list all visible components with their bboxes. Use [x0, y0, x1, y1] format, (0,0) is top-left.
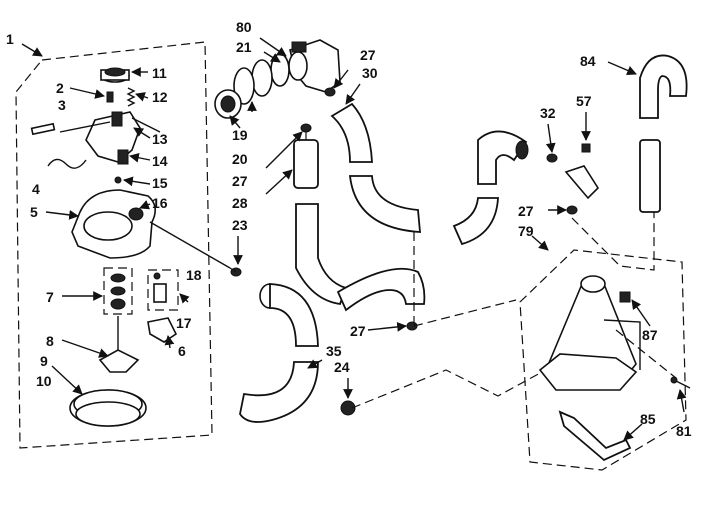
- label-35: 35: [326, 343, 342, 359]
- elbow-fitting-part: [288, 39, 341, 93]
- label-17: 17: [176, 315, 192, 331]
- pulley-part: [100, 67, 130, 83]
- label-19: 19: [232, 127, 248, 143]
- label-14: 14: [152, 153, 168, 169]
- elbow-57-part: [564, 143, 600, 200]
- label-79: 79: [518, 223, 534, 239]
- label-27-a: 27: [232, 173, 248, 189]
- label-87: 87: [642, 327, 658, 343]
- label-18: 18: [186, 267, 202, 283]
- impeller-part: [98, 316, 140, 373]
- screw-81-part: [670, 376, 691, 389]
- label-4: 4: [32, 181, 40, 197]
- label-2: 2: [56, 80, 64, 96]
- label-32: 32: [540, 105, 556, 121]
- label-57: 57: [576, 93, 592, 109]
- leader-lines: [21, 37, 687, 441]
- label-10: 10: [36, 373, 52, 389]
- hose-drain-part: [336, 267, 426, 312]
- seal-kit-part: [103, 267, 133, 315]
- hose-84-part: [639, 54, 688, 213]
- label-1: 1: [6, 31, 14, 47]
- label-7: 7: [46, 289, 54, 305]
- label-84: 84: [580, 53, 596, 69]
- tub-panel: [519, 249, 687, 471]
- pin-part: [30, 122, 56, 136]
- label-20: 20: [232, 151, 248, 167]
- label-13: 13: [152, 131, 168, 147]
- spring-part: [126, 87, 136, 107]
- label-85: 85: [640, 411, 656, 427]
- label-21: 21: [236, 39, 252, 55]
- hose-32-part: [452, 130, 529, 246]
- label-27-b: 27: [360, 47, 376, 63]
- label-6: 6: [178, 343, 186, 359]
- label-3: 3: [58, 97, 66, 113]
- pump-housing-part: [71, 189, 231, 269]
- label-30: 30: [362, 65, 378, 81]
- bolt-part: [114, 176, 122, 184]
- valve-body-part: [59, 111, 161, 165]
- label-80: 80: [236, 19, 252, 35]
- pump-assembly-panel: [15, 41, 213, 449]
- hose-35-part: [239, 283, 319, 423]
- label-11: 11: [152, 65, 167, 81]
- label-27-d: 27: [518, 203, 534, 219]
- label-23: 23: [232, 217, 248, 233]
- label-9: 9: [40, 353, 48, 369]
- agitator-housing-part: [538, 275, 641, 391]
- label-28: 28: [232, 195, 248, 211]
- ring-part: [69, 389, 147, 427]
- hose-clamp-part: [230, 87, 578, 416]
- hose-28-part: [293, 139, 348, 305]
- screw-part: [106, 91, 114, 103]
- label-12: 12: [152, 89, 168, 105]
- label-27-c: 27: [350, 323, 366, 339]
- latch-part: [147, 317, 178, 343]
- wire-spring-part: [47, 158, 87, 169]
- valve-kit-part: [147, 269, 179, 311]
- connection-lines: [229, 132, 677, 409]
- label-16: 16: [152, 195, 168, 211]
- label-5: 5: [30, 204, 38, 220]
- label-24: 24: [334, 359, 350, 375]
- label-15: 15: [152, 175, 168, 191]
- label-8: 8: [46, 333, 54, 349]
- bracket-85-part: [558, 410, 632, 462]
- part-labels: 1 2 3 4 5 6 7 8 9 10 11 12 13 14 15 16 1…: [6, 19, 692, 439]
- label-81: 81: [676, 423, 692, 439]
- hose-30-part: [330, 102, 421, 233]
